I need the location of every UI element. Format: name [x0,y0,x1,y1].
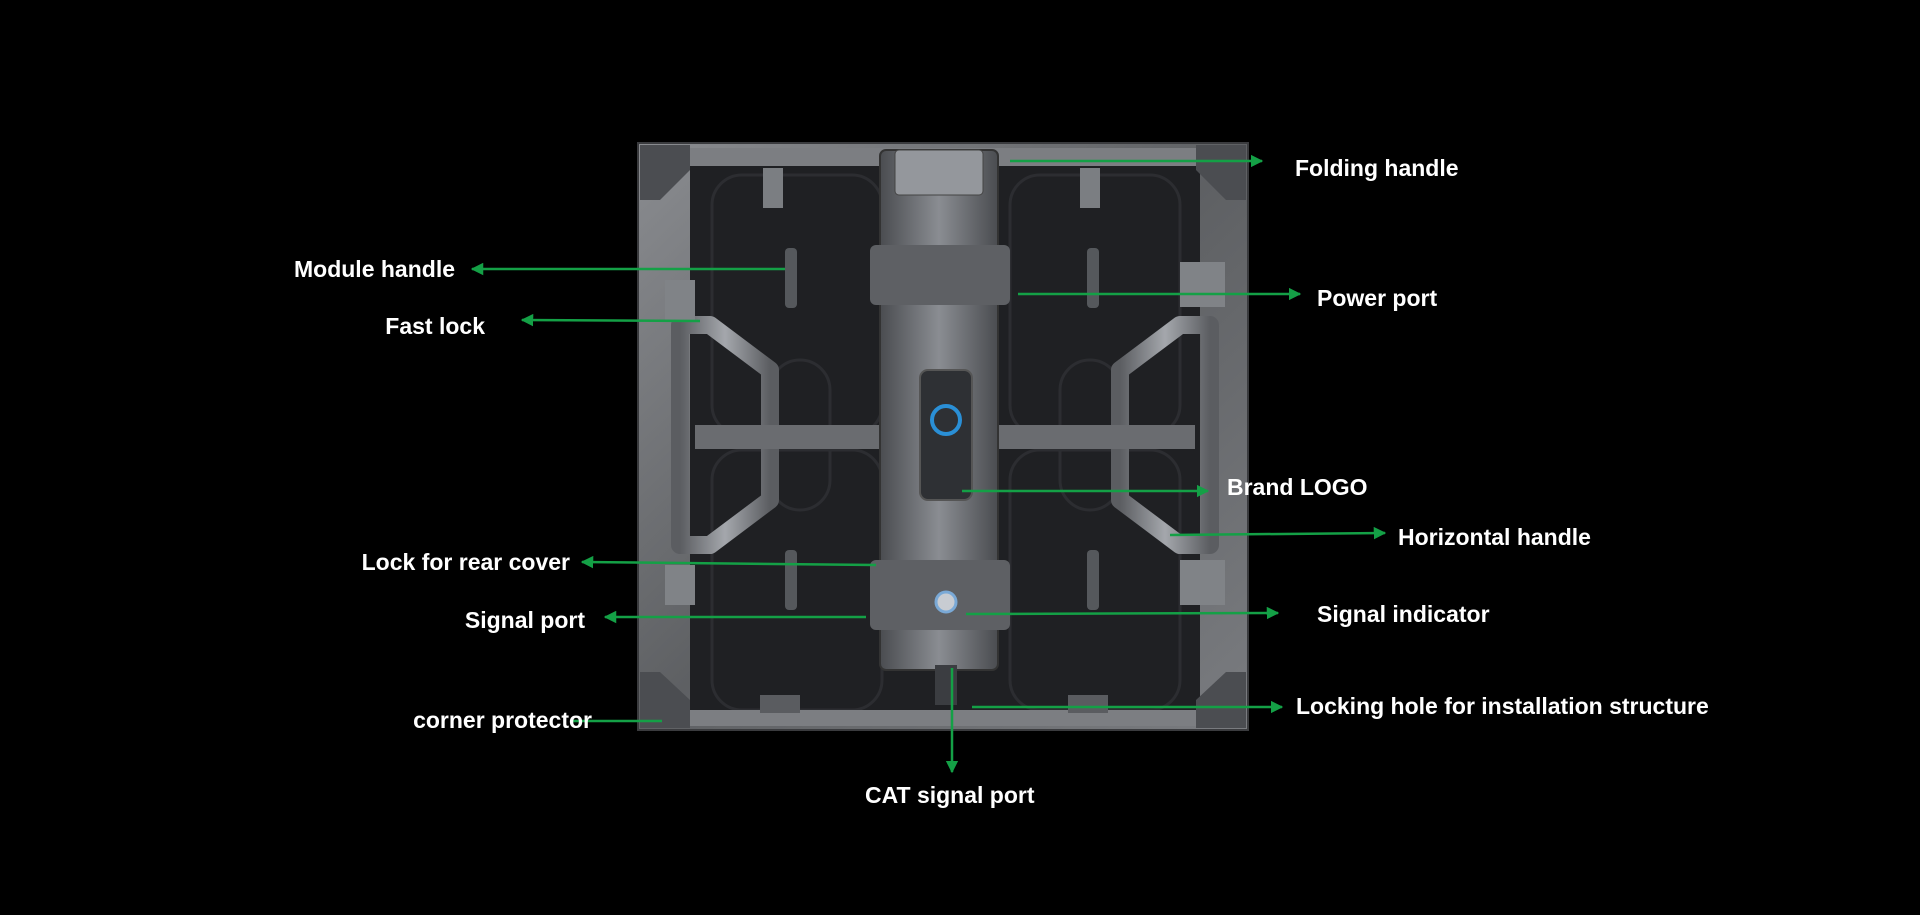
label-signal-port: Signal port [464,607,585,633]
module-handle-tr [1087,248,1099,308]
arrow-lock-rear-cover [580,555,877,569]
locking-hole-right [1068,695,1108,713]
cross-bar-left [695,425,895,449]
label-power-port: Power port [1317,285,1438,311]
signal-indicator-icon [934,590,958,614]
led-cabinet [637,142,1249,731]
arrow-horizontal-handle [1169,526,1387,540]
fast-lock-left-bottom [665,565,695,605]
label-lock-rear-cover: Lock for rear cover [361,549,570,575]
fast-lock-left-top [665,280,695,320]
label-cat-signal-port: CAT signal port [865,782,1035,808]
horizontal-handle-left [671,316,779,554]
label-fast-lock: Fast lock [385,313,485,339]
bottom-rail [690,710,1200,726]
brand-logo-icon [930,404,962,436]
callout-arrows [470,154,1387,774]
corner-protector-tr [1196,145,1246,200]
power-box [870,245,1010,305]
label-corner-protector: corner protector [413,707,592,733]
corner-protector-tl [640,145,690,200]
label-signal-indicator: Signal indicator [1317,601,1490,627]
label-locking-hole: Locking hole for installation structure [1296,693,1709,719]
label-module-handle: Module handle [294,256,455,282]
cat-port [935,665,957,705]
corner-protector-br [1196,672,1246,728]
fast-lock-right-bottom [1180,560,1225,605]
label-folding-handle: Folding handle [1295,155,1459,181]
label-horizontal-handle: Horizontal handle [1398,524,1591,550]
fast-lock-right-top [1180,262,1225,307]
module-handle-tl [785,248,797,308]
corner-protector-bl [640,672,690,728]
arrow-signal-indicator [965,606,1280,620]
top-lock-right [1080,168,1100,208]
label-brand-logo: Brand LOGO [1227,474,1368,500]
arrow-fast-lock [520,313,701,327]
locking-hole-left [760,695,800,713]
module-handle-br [1087,550,1099,610]
top-lock-left [763,168,783,208]
folding-handle [894,149,984,196]
module-handle-bl [785,550,797,610]
cross-bar-right [995,425,1195,449]
horizontal-handle-right [1111,316,1219,554]
